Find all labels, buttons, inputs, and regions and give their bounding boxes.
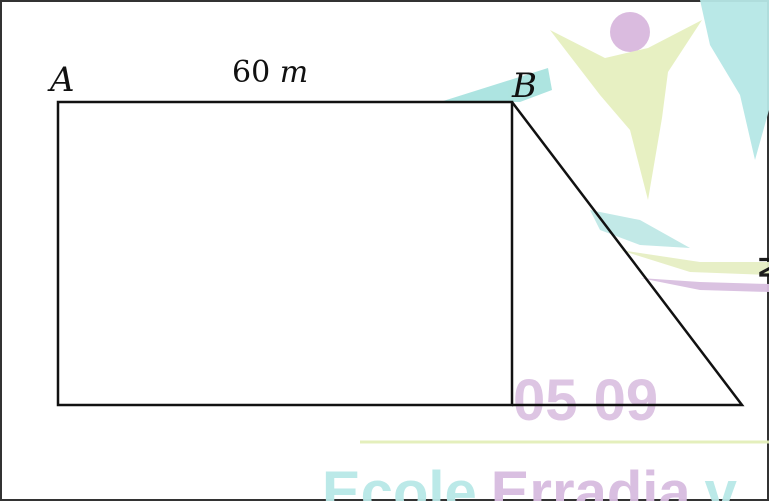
length-label-ab-unit: m <box>280 55 308 90</box>
rectangle <box>56 100 514 407</box>
watermark-figure-lime <box>550 20 702 200</box>
watermark-swoosh-teal-2 <box>590 210 690 248</box>
watermark-digits: 05 09 <box>513 368 658 433</box>
vertex-label-a: A <box>47 60 75 100</box>
watermark-swoosh-teal <box>440 68 552 102</box>
watermark-edge-glyph: N <box>753 255 769 280</box>
watermark-swoosh-lilac <box>640 278 769 292</box>
watermark-swoosh-lime <box>620 250 769 275</box>
length-label-ab-value: 60 <box>232 55 270 90</box>
length-label-ab: 60 m <box>232 55 308 90</box>
right-triangle <box>511 101 745 407</box>
watermark-figure-teal <box>700 0 769 160</box>
watermark-head-icon <box>610 12 650 52</box>
shape <box>56 100 745 407</box>
vertex-label-b: B <box>511 66 537 106</box>
